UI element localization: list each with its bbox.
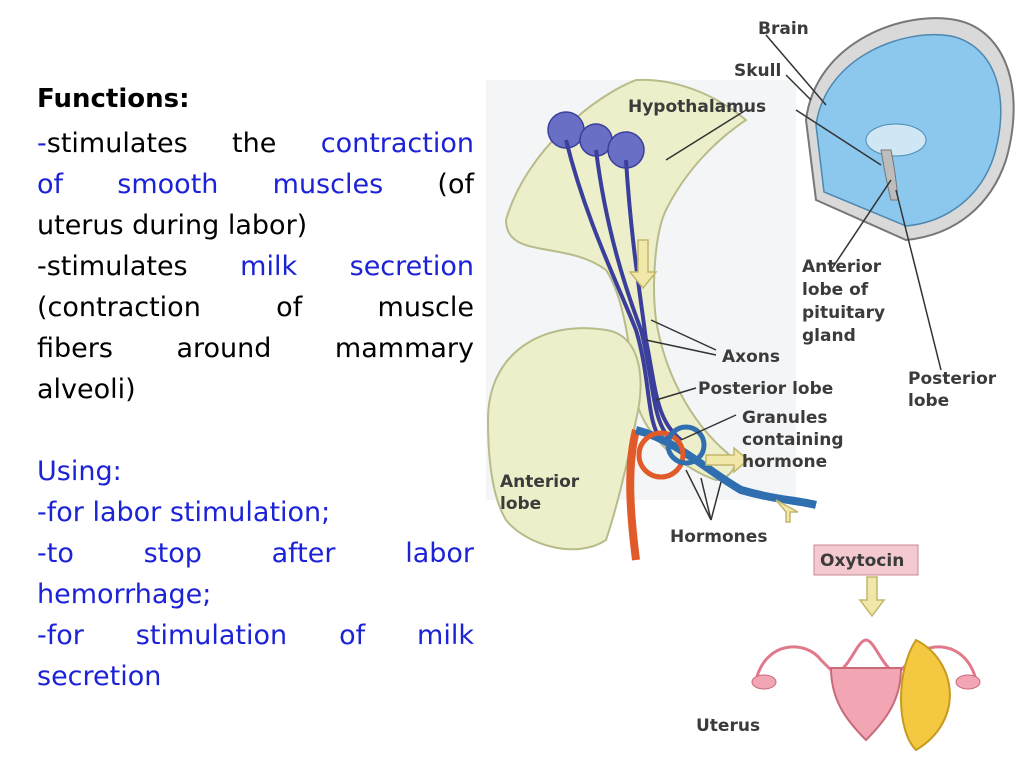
using-title: Using: bbox=[37, 456, 122, 487]
leader-line bbox=[710, 481, 722, 521]
label-skull: Skull bbox=[734, 61, 781, 81]
right-arrow bbox=[705, 446, 750, 474]
highlight-text: milk secretion bbox=[240, 251, 474, 282]
down-arrow bbox=[628, 239, 658, 290]
function-line-6: fibers around mammary bbox=[37, 333, 474, 364]
oxytocin-box bbox=[813, 544, 919, 576]
function-line-3: uterus during labor) bbox=[37, 210, 308, 241]
function-line-2: of smooth muscles (of bbox=[37, 169, 474, 200]
leader-line bbox=[650, 319, 717, 351]
label-hypothalamus: Hypothalamus bbox=[628, 97, 766, 117]
capillary-loop bbox=[636, 430, 686, 480]
text: -stimulates bbox=[37, 251, 188, 282]
dash: - bbox=[37, 128, 47, 159]
label-anterior-lobe-pituitary: gland bbox=[802, 326, 856, 346]
leader-line bbox=[685, 469, 712, 521]
axon bbox=[624, 159, 683, 442]
down-arrow bbox=[858, 576, 886, 618]
label-hormones: Hormones bbox=[670, 527, 767, 547]
leader-lines bbox=[645, 34, 942, 521]
oxytocin-diagram: Brain Skull Hypothalamus Anterior lobe o… bbox=[486, 17, 1015, 752]
ovary bbox=[955, 674, 981, 690]
using-line-4: -for stimulation of milk bbox=[37, 620, 474, 651]
neurons bbox=[547, 111, 683, 442]
label-brain: Brain bbox=[758, 19, 809, 39]
blood-vessels bbox=[626, 424, 817, 561]
label-anterior-lobe-pituitary: lobe of bbox=[802, 280, 869, 300]
ovary bbox=[751, 674, 777, 690]
head-illustration bbox=[804, 17, 1015, 242]
function-line-1: -stimulates the contraction bbox=[37, 128, 474, 159]
using-line-3: hemorrhage; bbox=[37, 579, 212, 610]
using-line-2: -to stop after labor bbox=[37, 538, 474, 569]
leader-line bbox=[830, 179, 892, 271]
label-axons: Axons bbox=[722, 347, 780, 367]
text: stimulates the bbox=[46, 128, 277, 159]
label-anterior-lobe: lobe bbox=[500, 494, 541, 514]
label-anterior-lobe-pituitary: pituitary bbox=[802, 303, 885, 323]
leader-line bbox=[665, 109, 747, 161]
label-posterior-lobe-side: Posterior bbox=[908, 369, 997, 389]
highlight-text: of smooth muscles bbox=[37, 169, 384, 200]
function-line-4: -stimulates milk secretion bbox=[37, 251, 474, 282]
oxytocin-arrow bbox=[775, 499, 799, 523]
using-line-1: -for labor stimulation; bbox=[37, 497, 331, 528]
uterus-illustration bbox=[751, 638, 981, 742]
breast-illustration bbox=[900, 638, 951, 752]
label-posterior-lobe: Posterior lobe bbox=[698, 379, 833, 399]
label-anterior-lobe: Anterior bbox=[500, 472, 580, 492]
capillary-loop bbox=[665, 424, 707, 466]
label-granules: Granules bbox=[742, 408, 828, 428]
highlight-text: contraction bbox=[320, 128, 474, 159]
leader-line bbox=[680, 414, 737, 441]
fallopian-tubes bbox=[754, 638, 978, 681]
text: (of bbox=[437, 169, 474, 200]
leader-line bbox=[895, 189, 942, 371]
leader-line bbox=[645, 339, 717, 356]
anterior-lobe-shape bbox=[486, 327, 642, 551]
uterus-body bbox=[829, 667, 903, 742]
using-line-5: secretion bbox=[37, 661, 162, 692]
leader-line bbox=[795, 109, 882, 166]
artery bbox=[626, 429, 640, 561]
label-oxytocin: Oxytocin bbox=[820, 551, 904, 571]
leader-line bbox=[700, 477, 712, 521]
leader-line bbox=[765, 34, 827, 106]
arrows bbox=[628, 239, 886, 618]
heading: Functions: bbox=[37, 84, 190, 114]
label-granules: containing bbox=[742, 430, 844, 450]
label-posterior-lobe-side: lobe bbox=[908, 391, 949, 411]
axon bbox=[594, 149, 673, 442]
label-granules: hormone bbox=[742, 452, 827, 472]
function-line-7: alveoli) bbox=[37, 374, 136, 405]
label-uterus: Uterus bbox=[696, 716, 760, 736]
function-line-5: (contraction of muscle bbox=[37, 292, 474, 323]
axon bbox=[564, 139, 663, 442]
brain-inner bbox=[865, 123, 927, 157]
leader-line bbox=[655, 387, 697, 401]
leader-line bbox=[785, 74, 812, 101]
label-anterior-lobe-pituitary: Anterior bbox=[802, 257, 882, 277]
